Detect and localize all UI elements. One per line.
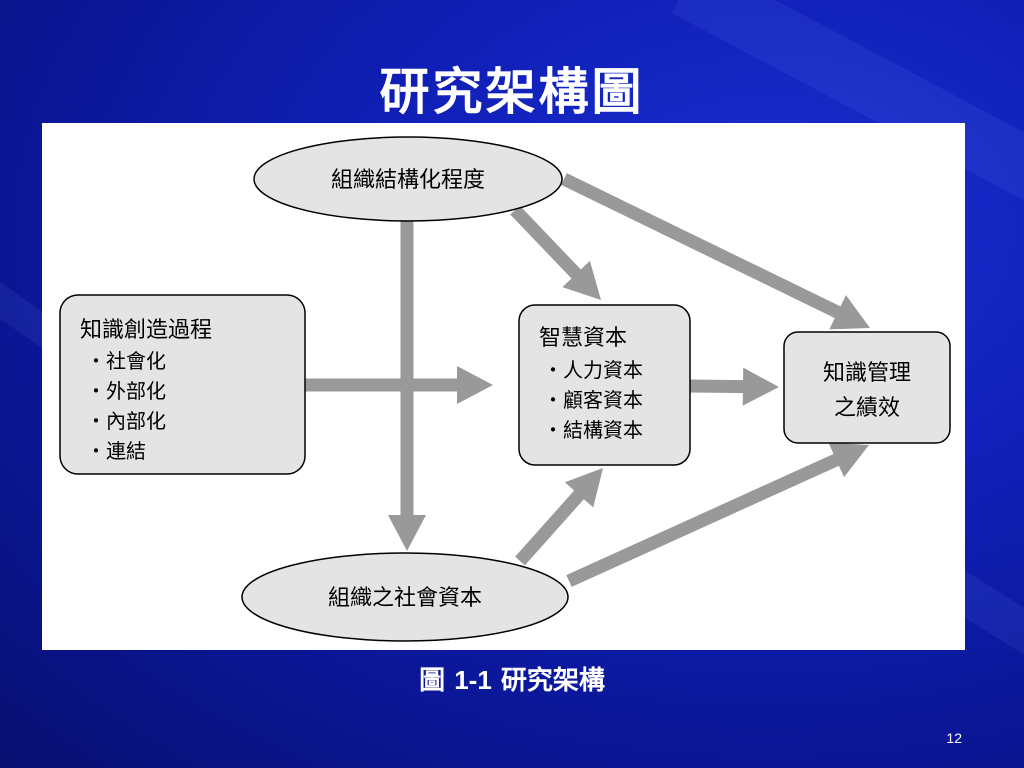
node-social-capital-shape [241,552,569,642]
node-social-capital-label: 組織之社會資本 [328,586,482,611]
node-knowledge-creation-item: ・連結 [86,439,146,463]
node-knowledge-creation-title: 知識創造過程 [80,318,212,343]
node-org-structure: 組織結構化程度 [253,136,563,222]
arrow-head [457,366,493,404]
arrow-social-capital-to-intellectual-capital [515,468,603,566]
node-intellectual-capital-item: ・結構資本 [543,418,643,442]
arrow-knowledge-creation-to-intellectual-capital [305,366,493,404]
arrow-shaft [689,379,746,394]
arrow-shaft [561,173,843,319]
arrow-social-capital-to-km-performance [566,442,869,587]
arrow-intellectual-capital-to-km-performance [689,367,779,406]
arrow-shaft [566,453,841,587]
arrow-head [829,295,870,330]
node-social-capital: 組織之社會資本 [241,552,569,642]
arrow-head [562,260,601,300]
arrow-org-structure-to-intellectual-capital [510,205,601,300]
arrow-shaft [510,205,583,280]
node-intellectual-capital-item: ・顧客資本 [543,388,643,412]
node-intellectual-capital-shape [518,304,691,466]
node-km-performance-line: 知識管理 [823,361,911,386]
node-km-performance: 知識管理 之績效 [783,331,951,444]
arrow-org-structure-to-km-performance [561,173,870,330]
slide-title: 研究架構圖 [379,62,645,121]
arrow-head [564,468,603,508]
diagram-panel: 組織結構化程度 知識創造過程 ・社會化 ・外部化 ・內部化 ・連結 智慧資本 ・… [42,123,965,650]
node-km-performance-shape [783,331,951,444]
arrow-layer [305,173,870,587]
node-org-structure-label: 組織結構化程度 [331,168,485,193]
arrow-shaft [515,489,586,566]
page-number: 12 [946,730,962,746]
node-knowledge-creation-item: ・內部化 [86,409,166,433]
caption-text: 研究架構 [500,666,605,696]
node-km-performance-line: 之績效 [834,396,900,421]
node-org-structure-shape [253,136,563,222]
arrow-head [742,367,779,406]
node-knowledge-creation-item: ・外部化 [86,379,166,403]
arrow-org-structure-to-social-capital [388,220,426,551]
node-knowledge-creation-item: ・社會化 [86,349,166,373]
node-intellectual-capital-title: 智慧資本 [539,326,627,351]
node-intellectual-capital-item: ・人力資本 [543,358,643,382]
research-framework-diagram: 組織結構化程度 知識創造過程 ・社會化 ・外部化 ・內部化 ・連結 智慧資本 ・… [59,136,951,642]
node-knowledge-creation: 知識創造過程 ・社會化 ・外部化 ・內部化 ・連結 [59,294,306,475]
node-intellectual-capital: 智慧資本 ・人力資本 ・顧客資本 ・結構資本 [518,304,691,466]
caption-number: 1-1 [454,665,492,695]
caption-prefix: 圖 [419,666,446,696]
figure-caption: 圖 1-1 研究架構 [0,660,1024,697]
arrow-head [388,515,426,551]
arrow-head [828,442,869,478]
node-knowledge-creation-shape [59,294,306,475]
